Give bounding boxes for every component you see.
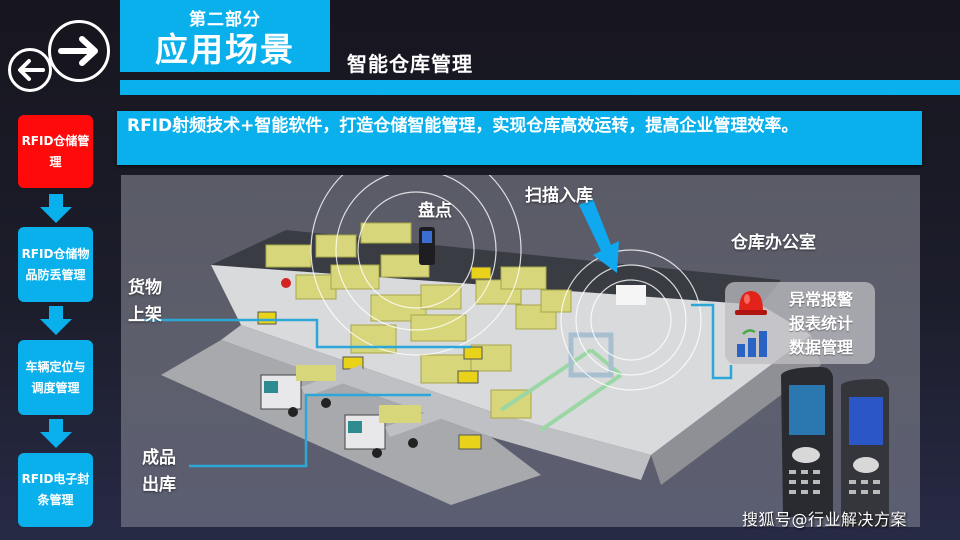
- bar-chart-icon: [737, 329, 767, 357]
- flow-arrow-down-icon: [40, 194, 72, 223]
- alarm-light-icon: [735, 291, 767, 315]
- header-divider-bar: [120, 80, 960, 95]
- handheld-terminals-graphic: [781, 367, 889, 527]
- warehouse-scene-illustration: 盘点 扫描入库 仓库办公室 货物 上架 成品 出库 异常报警 报表统计 数据管理: [121, 175, 920, 527]
- truck-graphic: [260, 365, 446, 458]
- label-inventory: 盘点: [418, 201, 452, 221]
- sidebar-item-label: RFID仓储管理: [21, 133, 90, 169]
- prev-slide-button[interactable]: [8, 48, 52, 92]
- summary-banner: RFID射频技术+智能软件，打造仓储智能管理，实现仓库高效运转，提高企业管理效率…: [117, 111, 922, 165]
- arrow-right-icon: [58, 36, 98, 66]
- label-scan-in: 扫描入库: [525, 186, 593, 206]
- section-subtitle: 第二部分: [189, 10, 261, 30]
- office-functions-box: 异常报警 报表统计 数据管理: [725, 282, 875, 364]
- watermark: 搜狐号@行业解决方案: [742, 510, 908, 529]
- next-slide-button[interactable]: [48, 20, 110, 82]
- arrow-left-icon: [18, 59, 45, 81]
- label-shelving: 货物 上架: [128, 278, 162, 325]
- flow-arrow-down-icon: [40, 306, 72, 335]
- scan-arrow-icon: [579, 199, 619, 273]
- sidebar-item-vehicle-dispatch[interactable]: 车辆定位与调度管理: [18, 340, 93, 415]
- section-header: 第二部分 应用场景: [120, 0, 330, 72]
- warehouse-illustration-graphic: [141, 175, 889, 527]
- flow-arrow-down-icon: [40, 419, 72, 448]
- label-outbound: 成品 出库: [142, 448, 176, 495]
- sidebar-item-anti-loss[interactable]: RFID仓储物品防丢管理: [18, 227, 93, 302]
- sidebar-item-label: RFID电子封条管理: [21, 472, 90, 507]
- sidebar-item-label: 车辆定位与调度管理: [25, 359, 86, 395]
- sidebar-item-rfid-warehouse[interactable]: RFID仓储管理: [18, 115, 93, 188]
- sidebar-item-label: RFID仓储物品防丢管理: [21, 246, 90, 282]
- section-title: 应用场景: [155, 30, 295, 69]
- office-functions-list: 异常报警 报表统计 数据管理: [789, 290, 854, 357]
- label-warehouse-office: 仓库办公室: [731, 233, 816, 253]
- page-title: 智能仓库管理: [347, 52, 473, 76]
- sidebar-item-electronic-seal[interactable]: RFID电子封条管理: [18, 453, 93, 527]
